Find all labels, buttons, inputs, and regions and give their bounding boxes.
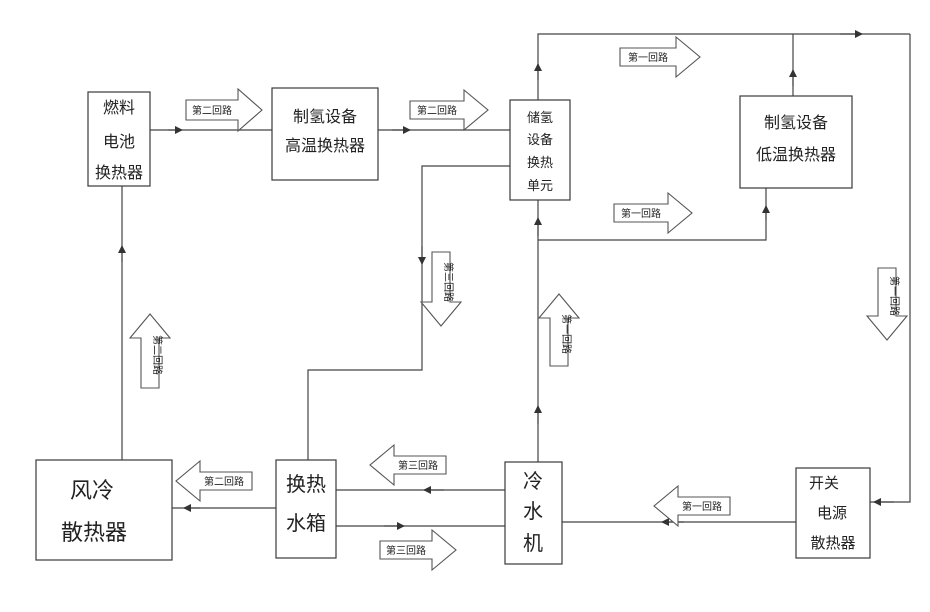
nodes: 燃料 电池 换热器 制氢设备 高温换热器 储氢 设备 换热 单元 制氢设备 低温…: [36, 88, 870, 564]
node-h2-low-temp-heat-exchanger: 制氢设备 低温换热器: [740, 96, 852, 188]
node-h2-low-line-0: 制氢设备: [764, 113, 828, 132]
flow-label: 第二回路: [417, 104, 457, 117]
node-chiller-line-0: 冷: [523, 469, 543, 493]
flow-arrow-loop3-tank-to-chiller: 第三回路: [380, 530, 456, 570]
flow-label: 第二回路: [204, 475, 244, 488]
node-h2-storage-heat-exchange-unit: 储氢 设备 换热 单元: [510, 100, 570, 200]
flow-label: 第三回路: [442, 262, 455, 302]
node-water-tank-line-0: 换热: [286, 472, 326, 496]
node-chiller-line-1: 水: [523, 499, 543, 523]
flow-label: 第一回路: [888, 276, 901, 316]
flow-label: 第一回路: [560, 314, 573, 354]
flow-arrow-loop2-aircooler-to-fuelcell: 第二回路: [130, 314, 170, 388]
flow-label: 第三回路: [386, 544, 426, 557]
flow-label: 第一回路: [621, 207, 661, 220]
pipe-storage-top: [538, 34, 910, 100]
node-h2-low-line-1: 低温换热器: [756, 145, 836, 164]
node-psu-line-2: 散热器: [810, 534, 855, 552]
flow-arrow-loop1-chiller-up: 第一回路: [539, 294, 579, 366]
flow-label: 第二回路: [192, 104, 232, 117]
flow-arrow-loop1-right-down: 第一回路: [867, 268, 907, 340]
node-h2-storage-line-2: 换热: [527, 156, 553, 171]
node-h2-high-temp-heat-exchanger: 制氢设备 高温换热器: [272, 88, 378, 180]
node-fuel-cell-heat-exchanger: 燃料 电池 换热器: [88, 92, 150, 186]
flow-arrow-loop1-top: 第一回路: [620, 37, 700, 77]
node-h2-storage-line-1: 设备: [527, 132, 553, 148]
node-h2-storage-line-3: 单元: [527, 179, 553, 194]
node-air-cooler-line-0: 风冷: [70, 479, 114, 504]
flow-label: 第三回路: [398, 459, 438, 472]
flow-arrow-loop3-storage-to-tank: 第三回路: [421, 252, 461, 326]
flow-label: 第一回路: [628, 51, 668, 64]
node-switching-psu-radiator: 开关 电源 散热器: [796, 468, 870, 558]
node-fuel-cell-line-1: 电池: [103, 132, 135, 151]
node-fuel-cell-line-2: 换热器: [95, 163, 143, 182]
node-h2-high-line-0: 制氢设备: [293, 107, 357, 126]
node-heat-exchange-water-tank: 换热 水箱: [276, 460, 336, 558]
flow-arrow-loop2-tank-to-aircooler: 第二回路: [176, 461, 252, 501]
node-chiller: 冷 水 机: [505, 462, 562, 564]
flow-arrow-loop2-h2high-to-storage: 第二回路: [410, 90, 488, 130]
flow-label: 第一回路: [682, 500, 722, 513]
node-air-cooled-radiator: 风冷 散热器: [36, 460, 172, 560]
pipe-storage-to-tank: [308, 166, 510, 460]
node-chiller-line-2: 机: [523, 531, 543, 555]
node-water-tank-line-1: 水箱: [286, 511, 326, 535]
node-fuel-cell-line-0: 燃料: [103, 98, 135, 117]
node-psu-line-0: 开关: [809, 474, 839, 492]
flow-arrow-loop3-chiller-to-tank: 第三回路: [370, 445, 446, 485]
node-psu-line-1: 电源: [817, 504, 847, 522]
flow-label: 第二回路: [151, 335, 164, 375]
node-h2-high-line-1: 高温换热器: [285, 136, 365, 155]
node-air-cooler-line-1: 散热器: [61, 521, 127, 546]
flow-arrow-loop2-fuelcell-to-h2high: 第二回路: [186, 89, 262, 131]
flow-arrow-loop1-psu-to-chiller: 第一回路: [654, 486, 730, 526]
flow-arrow-loop1-to-h2low: 第一回路: [614, 193, 692, 233]
node-h2-storage-line-0: 储氢: [527, 111, 553, 126]
